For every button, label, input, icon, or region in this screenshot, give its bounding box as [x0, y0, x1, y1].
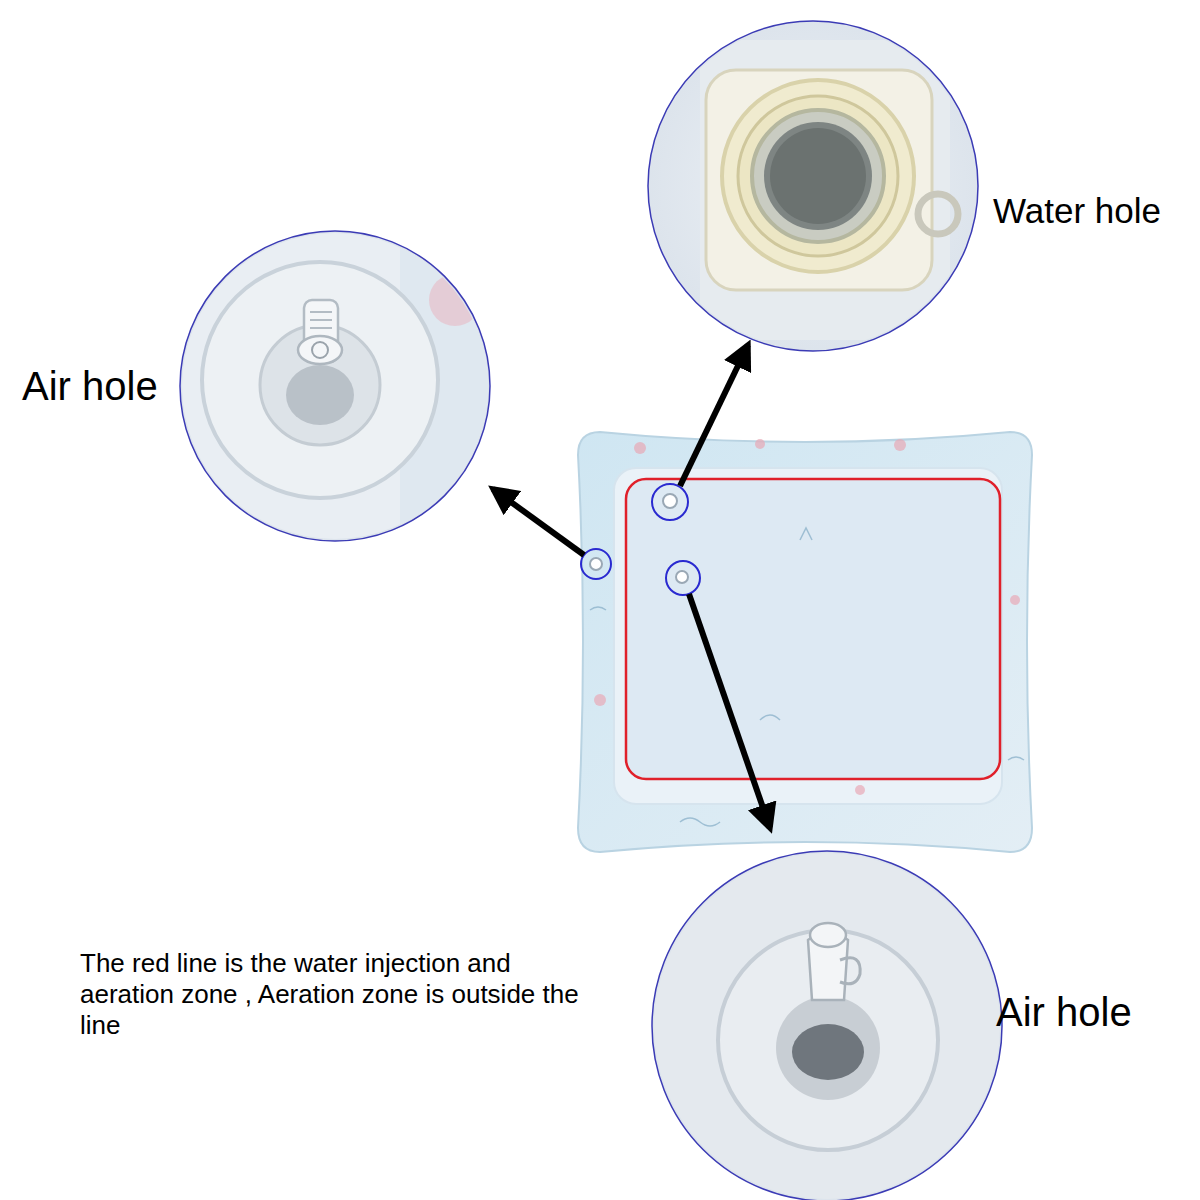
- water-mat: [578, 432, 1032, 852]
- leader-arrows: [493, 345, 770, 828]
- air-hole-zoom: [650, 850, 1005, 1200]
- air-hole-zoom: [180, 230, 490, 550]
- part-label: Air hole: [22, 362, 158, 410]
- note-text: The red line is the water injection and …: [80, 948, 580, 1042]
- part-label: Water hole: [993, 190, 1161, 232]
- water-hole-zoom: [648, 21, 978, 351]
- part-label: Air hole: [996, 988, 1132, 1036]
